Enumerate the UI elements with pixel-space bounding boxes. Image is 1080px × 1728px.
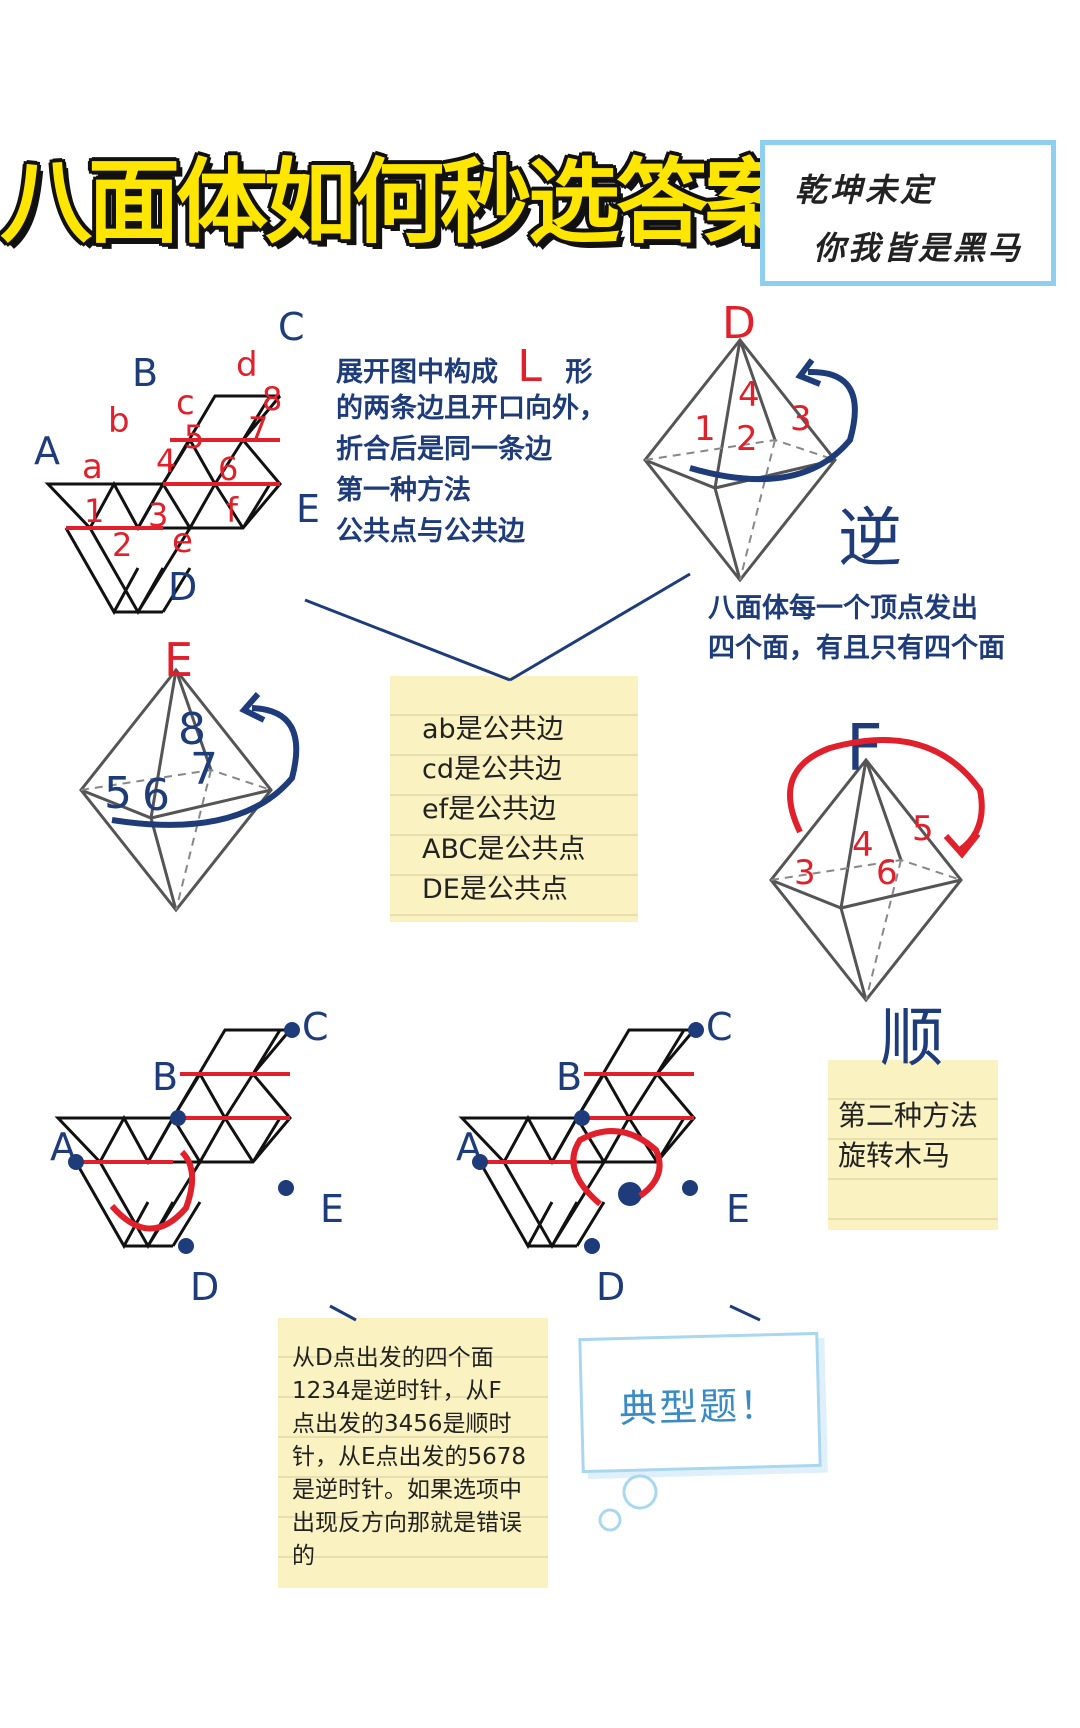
explanation-line-2: 的两条边且开口向外， <box>336 393 606 424</box>
octahedron-f-face-numbers: 3 4 5 6 <box>794 809 934 893</box>
connector-line <box>729 1304 761 1322</box>
note-line: cd是公共边 <box>422 754 562 785</box>
explanation-line-4: 第一种方法 <box>336 475 471 506</box>
motto-line-1: 乾坤未定 <box>795 171 936 209</box>
note-line: 点出发的3456是顺时 <box>292 1411 512 1437</box>
svg-text:5: 5 <box>104 768 132 819</box>
rotation-arrow <box>570 1128 663 1207</box>
note-line: ab是公共边 <box>422 714 564 745</box>
face-number: 2 <box>112 526 132 564</box>
vertex-d-label: D <box>722 298 756 349</box>
svg-text:A: A <box>50 1125 76 1169</box>
note-line: 旋转木马 <box>838 1139 951 1172</box>
face-number: 1 <box>84 492 104 530</box>
explanation-line-3: 折合后是同一条边 <box>336 434 552 465</box>
svg-text:B: B <box>152 1055 178 1099</box>
svg-text:E: E <box>726 1187 750 1231</box>
note-line: 出现反方向那就是错误 <box>292 1510 522 1536</box>
svg-text:C: C <box>706 1005 733 1049</box>
net-1-edge-labels: a b c d e f <box>82 345 258 561</box>
note-line: 从D点出发的四个面 <box>292 1345 494 1371</box>
svg-text:8: 8 <box>178 704 206 755</box>
vertex-note-line-1: 八面体每一个顶点发出 <box>708 593 978 624</box>
svg-text:4: 4 <box>738 375 760 415</box>
rotation-arrow <box>109 1149 195 1232</box>
common-elements-note: ab是公共边 cd是公共边 ef是公共边 ABC是公共点 DE是公共点 <box>390 676 638 922</box>
face-number: 3 <box>148 496 168 534</box>
edge-label: d <box>236 345 258 385</box>
vertex-f-label: F <box>846 712 883 786</box>
face-number: 7 <box>248 410 268 448</box>
motto-badge: 乾坤未定 你我皆是黑马 <box>760 140 1056 286</box>
net-2-labels: A B C D E <box>50 1005 344 1309</box>
connector-line <box>509 572 691 682</box>
counterclockwise-arrow-e <box>111 705 300 828</box>
thought-bubble <box>598 1508 622 1532</box>
edge-label: f <box>226 491 239 531</box>
svg-text:5: 5 <box>912 809 934 849</box>
face-number: 8 <box>262 380 282 418</box>
vertex-label: B <box>132 351 158 395</box>
explanation-line-5: 公共点与公共边 <box>336 516 525 547</box>
net-1-face-numbers: 1 2 3 4 5 6 7 8 <box>84 380 282 564</box>
octahedron-e-face-numbers: 5 6 7 8 <box>104 704 218 821</box>
svg-text:D: D <box>190 1265 219 1309</box>
note-line: 1234是逆时针，从F <box>292 1378 502 1404</box>
edge-label: b <box>108 401 130 441</box>
note-line: 针，从E点出发的5678 <box>292 1444 527 1470</box>
face-number: 6 <box>218 450 238 488</box>
svg-text:4: 4 <box>852 825 874 865</box>
svg-text:3: 3 <box>790 399 812 439</box>
motto-line-2: 你我皆是黑马 <box>813 229 1024 267</box>
vertex-label: A <box>34 429 60 473</box>
svg-text:7: 7 <box>190 744 218 795</box>
vertex-note-line-2: 四个面，有且只有四个面 <box>708 633 1005 664</box>
method-two-note: 第二种方法 旋转木马 <box>828 1060 998 1230</box>
connector-line <box>329 1304 357 1322</box>
vertex-label: D <box>168 565 197 609</box>
octahedron-d-face-numbers: 1 2 3 4 <box>694 375 812 459</box>
svg-text:E: E <box>320 1187 344 1231</box>
svg-text:2: 2 <box>736 419 758 459</box>
note-line: 第二种方法 <box>838 1099 979 1132</box>
edge-label: a <box>82 447 103 487</box>
note-line: 的 <box>292 1543 315 1569</box>
svg-text:6: 6 <box>876 853 898 893</box>
vertex-e-label: E <box>164 633 193 687</box>
counterclockwise-label: 逆 <box>838 502 902 576</box>
note-line: ABC是公共点 <box>422 834 586 865</box>
svg-text:C: C <box>302 1005 329 1049</box>
note-line: 是逆时针。如果选项中 <box>292 1477 522 1503</box>
clockwise-arrow <box>787 737 985 853</box>
net-2-vertex-dots <box>68 1022 300 1254</box>
conclusion-note: 从D点出发的四个面 1234是逆时针，从F 点出发的3456是顺时 针，从E点出… <box>278 1318 548 1588</box>
explanation-line-1: 展开图中构成 L 形 <box>336 341 593 392</box>
l-shape-mark: L <box>517 341 542 392</box>
note-line: DE是公共点 <box>422 874 568 905</box>
vertex-label: C <box>278 305 305 349</box>
thought-bubble <box>622 1474 658 1510</box>
svg-text:3: 3 <box>794 853 816 893</box>
net-3-vertex-dots <box>472 1022 704 1254</box>
clockwise-label: 顺 <box>880 1002 944 1076</box>
edge-label: e <box>172 521 193 561</box>
svg-text:A: A <box>456 1125 482 1169</box>
net-3-labels: A B C D E <box>456 1005 750 1309</box>
net-1-labels: A B C D E <box>34 305 320 609</box>
counterclockwise-arrow <box>689 368 858 483</box>
face-number: 5 <box>184 418 204 456</box>
svg-text:1: 1 <box>694 409 716 449</box>
edge-label: c <box>176 383 195 423</box>
vertex-label: E <box>296 487 320 531</box>
page-title: 八面体如何秒选答案 <box>0 149 796 256</box>
svg-text:D: D <box>596 1265 625 1309</box>
connector-line <box>304 598 511 682</box>
note-line: ef是公共边 <box>422 794 557 825</box>
svg-text:6: 6 <box>142 770 170 821</box>
face-number: 4 <box>156 442 176 480</box>
svg-text:B: B <box>556 1055 582 1099</box>
